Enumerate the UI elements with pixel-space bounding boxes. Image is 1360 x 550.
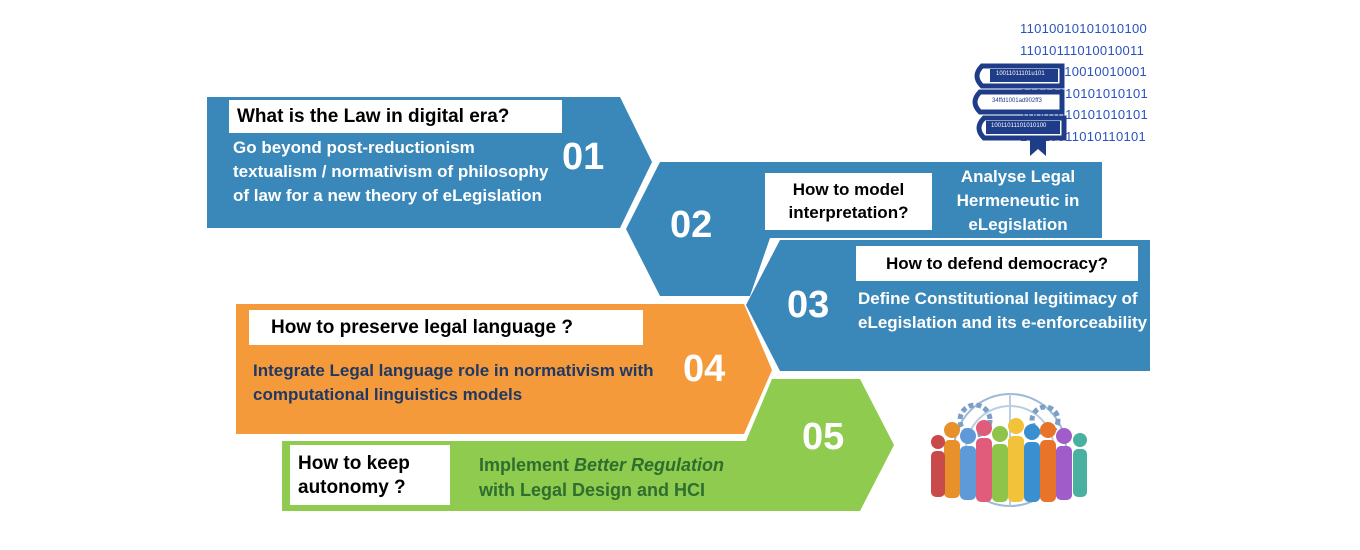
book-label-top: 10011011101u101 <box>996 71 1045 77</box>
step-02-number: 02 <box>670 204 713 246</box>
step-04-answer: Integrate Legal language role in normati… <box>253 361 654 404</box>
step-05-answer: Implement Better Regulation with Legal D… <box>479 453 799 503</box>
step-05-answer-pre: Implement <box>479 455 575 475</box>
step-03-answer: Define Constitutional legitimacy of eLeg… <box>858 289 1148 332</box>
step-01-answer: Go beyond post-reductionism textualism /… <box>233 138 549 205</box>
binary-line: 11010010101010100 <box>1020 21 1148 36</box>
step-05-number: 05 <box>802 416 845 458</box>
step-02-answer: Analyse Legal Hermeneutic in eLegislatio… <box>956 167 1080 234</box>
step-05-answer-post: with Legal Design and HCI <box>479 480 706 500</box>
step-04-number: 04 <box>683 348 726 390</box>
step-02-question: How to model interpretation? <box>765 173 932 230</box>
step-05-question: How to keep autonomy ? <box>290 445 450 505</box>
step-01-question: What is the Law in digital era? <box>229 100 562 133</box>
step-03-number: 03 <box>787 284 830 326</box>
book-label-mid: 34ffd1001ad902ff3 <box>992 98 1042 104</box>
step-03-question: How to defend democracy? <box>856 246 1138 281</box>
step-04-question: How to preserve legal language ? <box>249 310 643 345</box>
step-05-answer-emphasis: Better Regulation <box>574 455 725 475</box>
step-01-number: 01 <box>562 136 605 178</box>
book-label-bottom: 10011011101010100 <box>991 123 1047 129</box>
binary-line: 11010111010010011 <box>1020 42 1145 58</box>
